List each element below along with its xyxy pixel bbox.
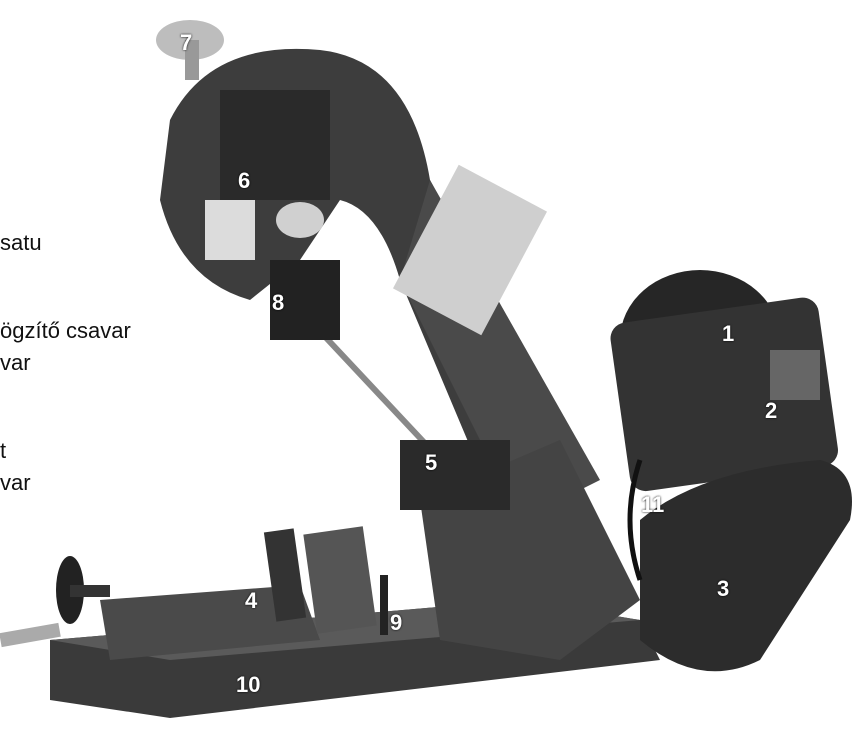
part-number-2: 2 xyxy=(765,398,778,423)
part-number-5: 5 xyxy=(425,450,438,475)
partial-legend-text-2: ögzítő csavar xyxy=(0,318,131,343)
part-number-6: 6 xyxy=(238,168,251,193)
part-number-7: 7 xyxy=(180,30,193,55)
part-number-4: 4 xyxy=(245,588,258,613)
partial-legend-text-1: satu xyxy=(0,230,42,255)
vise-body xyxy=(100,585,320,660)
part-number-3: 3 xyxy=(717,576,730,601)
partial-legend-text-4: t xyxy=(0,438,7,463)
part-number-8: 8 xyxy=(272,290,285,315)
part-number-10: 10 xyxy=(236,672,261,697)
part-number-1: 1 xyxy=(722,321,735,346)
part-number-11: 11 xyxy=(641,492,665,517)
partial-legend-text-5: var xyxy=(0,470,31,495)
partial-legend-text-3: var xyxy=(0,350,31,375)
part-number-9: 9 xyxy=(390,610,403,635)
belt-cover xyxy=(640,460,852,672)
